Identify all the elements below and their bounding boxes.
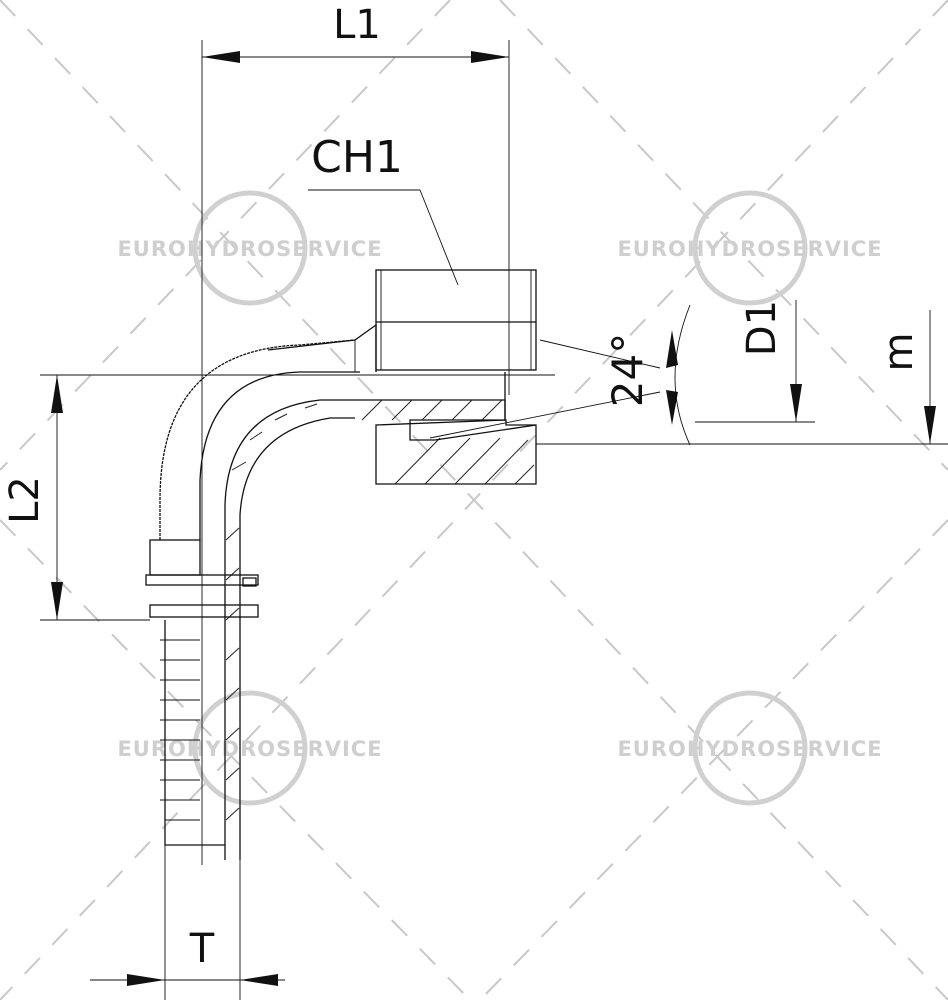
watermark-text: EUROHYDROSERVICE (117, 737, 382, 761)
hose-tail (160, 620, 225, 846)
dimension-t: T (90, 845, 285, 1000)
reference-lines (40, 374, 948, 621)
dimension-m: m (876, 310, 936, 444)
collar (145, 539, 259, 618)
watermark-logo-3: EUROHYDROSERVICE (117, 690, 382, 806)
nut-neck (267, 323, 377, 372)
label-angle: 24° (603, 333, 652, 407)
cone-seat-section (355, 372, 537, 441)
watermark-text: EUROHYDROSERVICE (117, 237, 382, 261)
elbow-body (159, 339, 360, 865)
dimension-l1: L1 (201, 2, 510, 560)
watermark-text: EUROHYDROSERVICE (617, 737, 882, 761)
label-l1: L1 (333, 2, 381, 48)
dimension-d1: D1 (695, 300, 815, 423)
hex-nut (375, 269, 537, 485)
watermark-logo-2: EUROHYDROSERVICE (617, 190, 882, 306)
callout-ch1: CH1 (308, 132, 459, 286)
label-d1: D1 (739, 300, 785, 356)
watermark-logo-4: EUROHYDROSERVICE (617, 690, 882, 806)
label-ch1: CH1 (311, 132, 403, 183)
label-l2: L2 (2, 476, 48, 524)
watermark-logo-1: EUROHYDROSERVICE (117, 190, 382, 306)
dimension-l2: L2 (2, 375, 63, 620)
watermark-text: EUROHYDROSERVICE (617, 237, 882, 261)
label-m: m (876, 333, 922, 372)
label-t: T (189, 926, 215, 972)
angle-callout: 24° (429, 304, 691, 446)
